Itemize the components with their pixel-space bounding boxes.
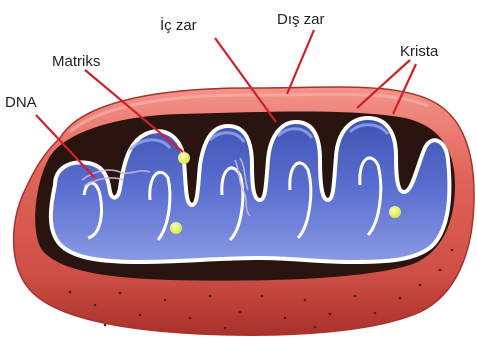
label-inner-membrane: İç zar (160, 16, 197, 34)
label-outer-membrane: Dış zar (277, 11, 325, 28)
label-matrix: Matriks (52, 53, 100, 70)
label-crista: Krista (400, 43, 439, 60)
label-dna: DNA (5, 94, 37, 111)
outer-membrane-leader-line (287, 30, 314, 94)
